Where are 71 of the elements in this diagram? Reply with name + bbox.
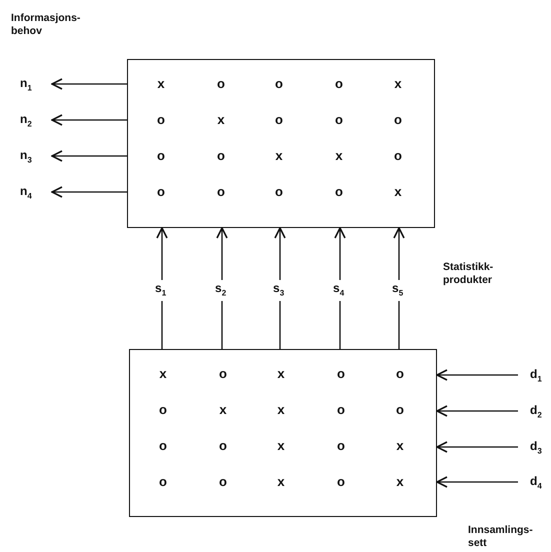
matrix-symbol: o	[218, 439, 228, 453]
matrix-symbol: o	[158, 475, 168, 489]
variable-label: n$_{1}$	[20, 76, 40, 92]
matrix-symbol: o	[156, 113, 166, 127]
arrow	[436, 369, 518, 381]
matrix-symbol: x	[393, 77, 403, 91]
variable-label: n$_{4}$	[20, 184, 40, 200]
matrix-symbol: x	[276, 475, 286, 489]
matrix-symbol: x	[216, 113, 226, 127]
matrix-symbol: o	[216, 185, 226, 199]
matrix-box	[127, 59, 435, 228]
arrow	[393, 227, 405, 349]
arrow	[51, 186, 127, 198]
matrix-symbol: o	[336, 439, 346, 453]
matrix-symbol: x	[276, 367, 286, 381]
arrow	[436, 476, 518, 488]
matrix-symbol: o	[395, 367, 405, 381]
arrow	[51, 114, 127, 126]
matrix-symbol: x	[158, 367, 168, 381]
matrix-symbol: o	[218, 367, 228, 381]
edge-label: s$_{2}$	[214, 280, 228, 301]
arrow	[436, 441, 518, 453]
arrow	[274, 227, 286, 349]
variable-label: d$_{4}$	[530, 474, 550, 490]
matrix-symbol: o	[216, 149, 226, 163]
matrix-symbol: o	[274, 185, 284, 199]
edge-label: s$_{5}$	[391, 280, 404, 301]
matrix-symbol: x	[274, 149, 284, 163]
matrix-symbol: o	[334, 185, 344, 199]
edge-label: s$_{3}$	[272, 280, 286, 301]
matrix-symbol: x	[156, 77, 166, 91]
matrix-symbol: o	[156, 185, 166, 199]
matrix-symbol: x	[276, 439, 286, 453]
matrix-symbol: o	[218, 475, 228, 489]
variable-label: n$_{3}$	[20, 148, 40, 164]
matrix-symbol: x	[276, 403, 286, 417]
matrix-symbol: o	[334, 113, 344, 127]
variable-label: d$_{3}$	[530, 439, 550, 455]
arrow	[334, 227, 346, 349]
variable-label: d$_{2}$	[530, 403, 550, 419]
matrix-symbol: o	[336, 367, 346, 381]
arrow	[156, 227, 168, 349]
matrix-symbol: o	[216, 77, 226, 91]
matrix-symbol: o	[158, 439, 168, 453]
matrix-symbol: x	[395, 439, 405, 453]
matrix-symbol: o	[393, 113, 403, 127]
caption-label: Innsamlings-sett	[468, 524, 534, 550]
edge-label: s$_{4}$	[332, 280, 346, 301]
matrix-symbol: o	[158, 403, 168, 417]
matrix-symbol: o	[395, 403, 405, 417]
matrix-symbol: o	[336, 475, 346, 489]
matrix-box	[129, 349, 437, 517]
matrix-symbol: x	[395, 475, 405, 489]
variable-label: n$_{2}$	[20, 112, 40, 128]
variable-label: d$_{1}$	[530, 367, 550, 383]
arrow	[436, 405, 518, 417]
edge-label: s$_{1}$	[154, 280, 168, 301]
matrix-symbol: x	[393, 185, 403, 199]
matrix-symbol: o	[274, 113, 284, 127]
matrix-symbol: o	[156, 149, 166, 163]
matrix-symbol: o	[334, 77, 344, 91]
matrix-symbol: o	[393, 149, 403, 163]
matrix-symbol: x	[334, 149, 344, 163]
matrix-symbol: o	[274, 77, 284, 91]
caption-label: Informasjons-behov	[11, 12, 82, 38]
caption-label: Statistikk-produkter	[443, 261, 494, 287]
arrow	[51, 150, 127, 162]
matrix-symbol: x	[218, 403, 228, 417]
arrow	[51, 78, 127, 90]
matrix-symbol: o	[336, 403, 346, 417]
arrow	[216, 227, 228, 349]
